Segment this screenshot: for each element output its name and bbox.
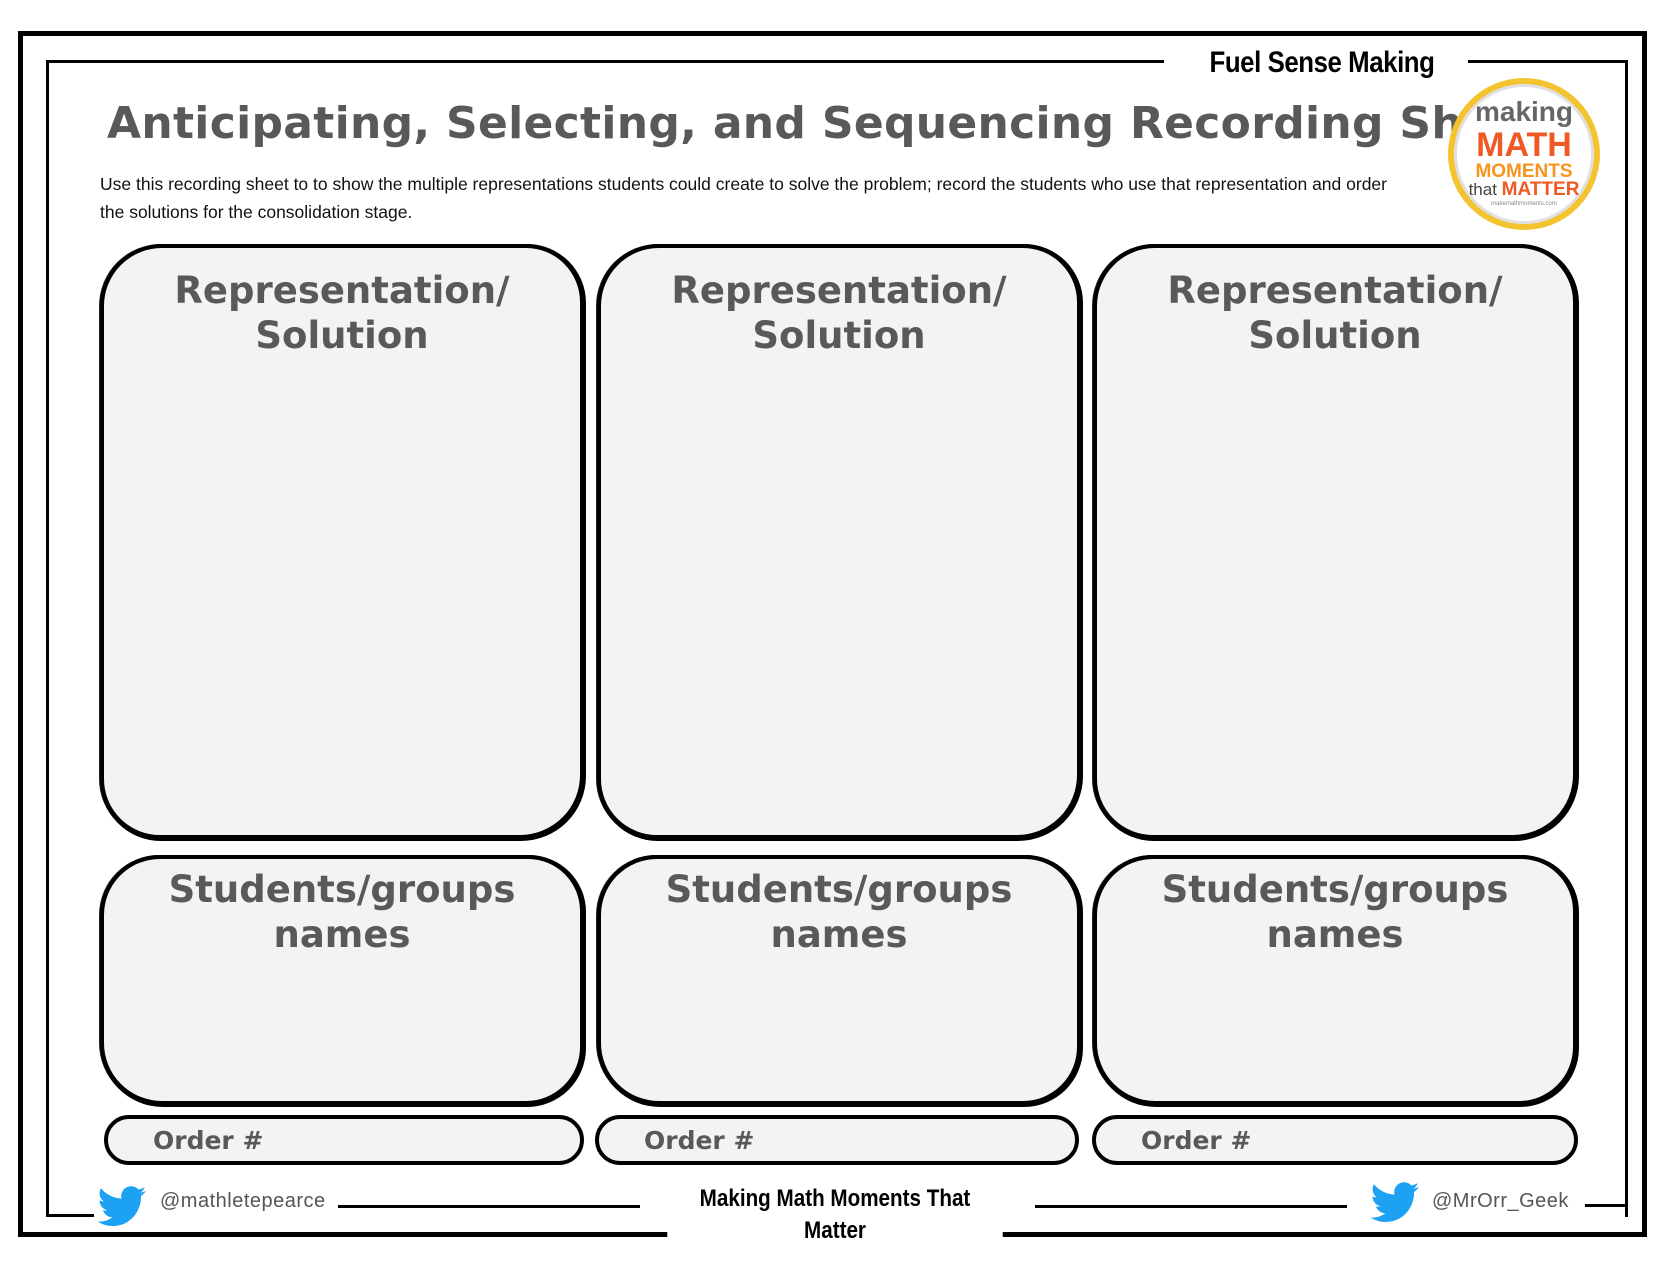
making-math-moments-logo: making MATH MOMENTS that MATTER makemath… [1448,78,1600,230]
order-label: Order # [1141,1126,1252,1155]
students-label: Students/groups names [104,867,580,957]
students-label: Students/groups names [1097,867,1573,957]
frame-line-right [1625,60,1628,1217]
page-title: Anticipating, Selecting, and Sequencing … [107,98,1545,149]
frame-line-left [46,60,49,1217]
representation-label-line2: Solution [752,314,926,357]
students-label-line1: Students/groups [168,868,516,911]
frame-line-bottom-1 [46,1214,94,1217]
footer-left-handle[interactable]: @mathletepearce [160,1188,334,1214]
frame-line-bottom-4 [1585,1204,1628,1207]
representation-label-line1: Representation/ [1167,269,1503,312]
footer-center-text: Making Math Moments That Matter [667,1183,1003,1247]
frame-line-bottom-3 [1035,1205,1347,1208]
logo-text-moments: MOMENTS [1475,161,1573,182]
representation-box-2[interactable]: Representation/ Solution [597,244,1081,839]
students-label: Students/groups names [601,867,1077,957]
order-field-1[interactable]: Order # [104,1115,584,1165]
logo-text-that-matter: that MATTER [1448,179,1600,200]
logo-url: makemathmoments.com [1491,201,1557,207]
order-label: Order # [153,1126,264,1155]
students-label-line2: names [273,913,411,956]
footer-right-handle[interactable]: @MrOrr_Geek [1432,1188,1577,1214]
representation-label-line1: Representation/ [174,269,510,312]
logo-text-that: that [1468,180,1497,199]
order-label: Order # [644,1126,755,1155]
representation-label-line1: Representation/ [671,269,1007,312]
students-label-line1: Students/groups [665,868,1013,911]
representation-label-line2: Solution [1248,314,1422,357]
order-field-2[interactable]: Order # [595,1115,1079,1165]
logo-text-making: making [1474,96,1574,127]
students-box-3[interactable]: Students/groups names [1093,855,1577,1105]
representation-label: Representation/ Solution [1097,268,1573,358]
frame-line-top-right [1468,60,1628,63]
representation-box-3[interactable]: Representation/ Solution [1093,244,1577,839]
twitter-bird-icon[interactable] [1370,1182,1420,1224]
logo-text-math: MATH [1476,126,1572,164]
order-field-3[interactable]: Order # [1092,1115,1578,1165]
students-label-line2: names [1266,913,1404,956]
representation-label: Representation/ Solution [601,268,1077,358]
representation-label-line2: Solution [255,314,429,357]
twitter-bird-icon[interactable] [97,1186,147,1228]
students-label-line2: names [770,913,908,956]
frame-line-top-left [46,60,1164,63]
representation-label: Representation/ Solution [104,268,580,358]
instructions-text: Use this recording sheet to to show the … [100,174,1387,222]
header-badge: Fuel Sense Making [1193,43,1451,83]
students-box-1[interactable]: Students/groups names [100,855,584,1105]
representation-box-1[interactable]: Representation/ Solution [100,244,584,839]
logo-text-matter: MATTER [1501,179,1580,200]
students-box-2[interactable]: Students/groups names [597,855,1081,1105]
students-label-line1: Students/groups [1161,868,1509,911]
frame-line-bottom-2 [338,1205,640,1208]
